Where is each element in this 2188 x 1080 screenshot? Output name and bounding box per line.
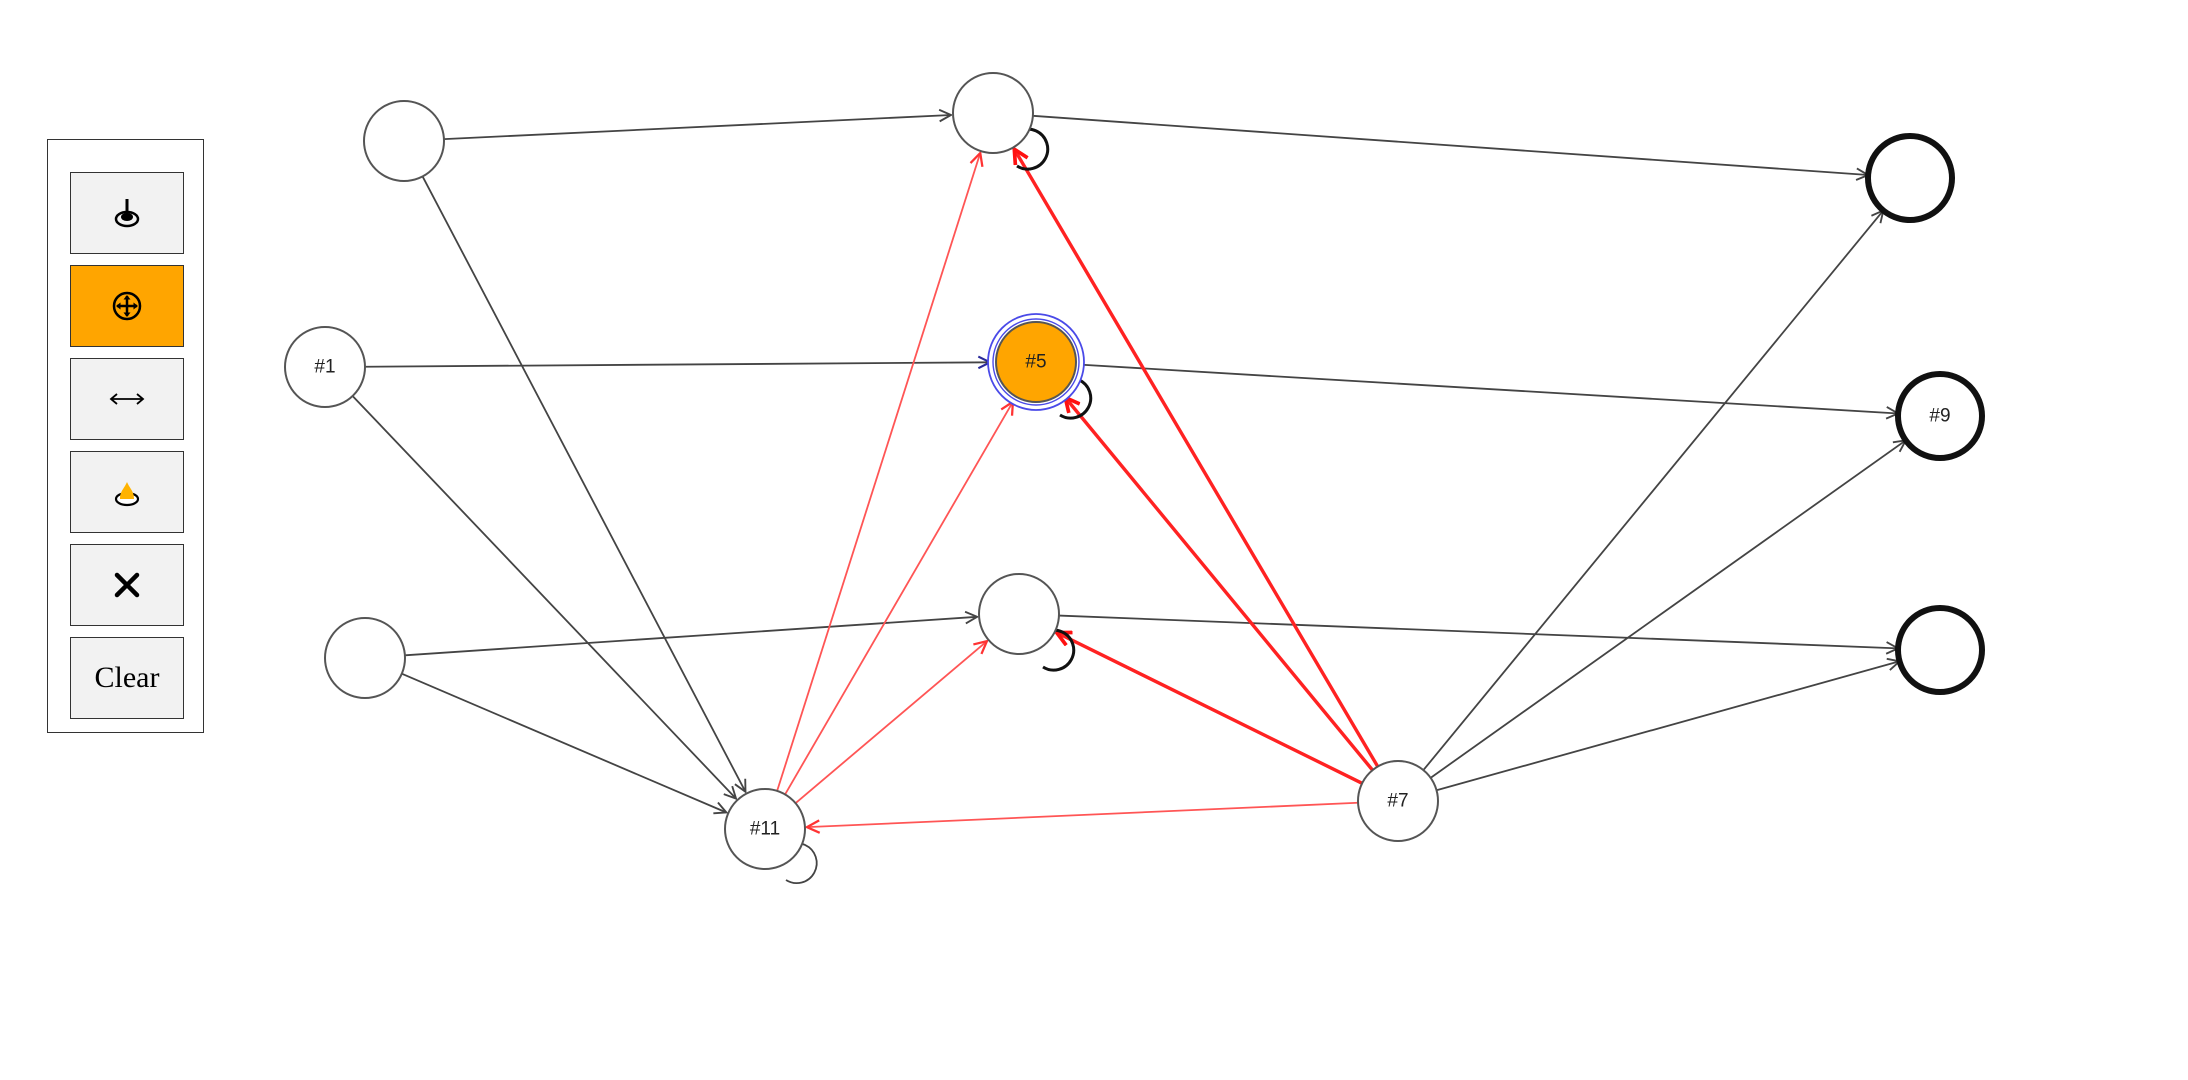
set-start-button[interactable] [70, 451, 184, 533]
state-node-7[interactable]: #7 [1357, 760, 1439, 842]
edges-layer [351, 114, 1906, 827]
state-circle [978, 573, 1060, 655]
state-circle [363, 100, 445, 182]
edge-n_7-to-n_c[interactable] [1422, 210, 1883, 771]
node-label: #9 [1929, 406, 1950, 427]
edge-n_7-to-n_b[interactable] [1014, 149, 1380, 768]
state-circle [995, 321, 1077, 403]
edge-n_7-to-n_e[interactable] [1057, 633, 1363, 785]
edge-n_7-to-n_9[interactable] [1430, 440, 1906, 779]
edge-n_a-to-n_11[interactable] [421, 176, 746, 791]
state-circle [952, 72, 1034, 154]
edge-n_7-to-n_11[interactable] [807, 801, 1359, 827]
state-node-unlabeled[interactable] [952, 72, 1034, 154]
delete-button[interactable] [70, 544, 184, 626]
state-circle [1357, 760, 1439, 842]
edge-n_b-to-n_c[interactable] [1032, 114, 1868, 175]
state-node-unlabeled[interactable] [978, 573, 1060, 655]
accepting-state-circle [1895, 371, 1985, 461]
state-node-unlabeled[interactable] [363, 100, 445, 182]
selection-inner-ring [992, 318, 1080, 406]
self-loops-layer [778, 127, 1093, 884]
state-node-unlabeled[interactable] [1895, 605, 1985, 695]
state-circle [324, 617, 406, 699]
edge-n_5-to-n_9[interactable] [1075, 363, 1898, 413]
delete-icon [113, 571, 141, 599]
state-node-11[interactable]: #11 [724, 788, 806, 870]
edge-n_11-to-n_e[interactable] [794, 641, 987, 804]
edge-n_e-to-n_f[interactable] [1058, 614, 1898, 649]
accepting-state-circle [1865, 133, 1955, 223]
move-button[interactable] [70, 265, 184, 347]
clear-button-label: Clear [94, 661, 160, 694]
add-edge-icon [109, 389, 145, 409]
edge-n_d-to-n_11[interactable] [401, 672, 727, 813]
state-node-unlabeled[interactable] [1865, 133, 1955, 223]
node-label: #5 [1025, 352, 1046, 373]
state-circle [724, 788, 806, 870]
state-node-unlabeled[interactable] [324, 617, 406, 699]
edge-n_a-to-n_b[interactable] [443, 115, 951, 140]
edge-n_7-to-n_5[interactable] [1065, 397, 1374, 772]
edge-n_d-to-n_e[interactable] [404, 617, 977, 657]
edge-n_1-to-n_11[interactable] [351, 395, 736, 799]
edge-n_1-to-n_5[interactable] [364, 362, 990, 366]
toolbar: Clear [47, 139, 204, 733]
node-label: #7 [1387, 791, 1408, 812]
edge-n_11-to-n_b[interactable] [776, 153, 980, 792]
move-icon [111, 290, 143, 322]
edge-n_11-to-n_5[interactable] [784, 402, 1013, 795]
edge-n_7-to-n_f[interactable] [1436, 661, 1900, 792]
nodes-layer: #1 #5 #9 #11 #7 [284, 72, 1985, 870]
add-node-button[interactable] [70, 172, 184, 254]
start-marker-icon [112, 477, 142, 507]
clear-button[interactable]: Clear [70, 637, 184, 719]
state-node-1[interactable]: #1 [284, 326, 366, 408]
node-label: #11 [750, 819, 780, 840]
node-label: #1 [314, 357, 335, 378]
add-node-icon [112, 197, 142, 229]
state-node-5[interactable]: #5 [987, 313, 1085, 411]
state-node-9[interactable]: #9 [1895, 371, 1985, 461]
state-circle [284, 326, 366, 408]
accepting-state-circle [1895, 605, 1985, 695]
add-edge-button[interactable] [70, 358, 184, 440]
